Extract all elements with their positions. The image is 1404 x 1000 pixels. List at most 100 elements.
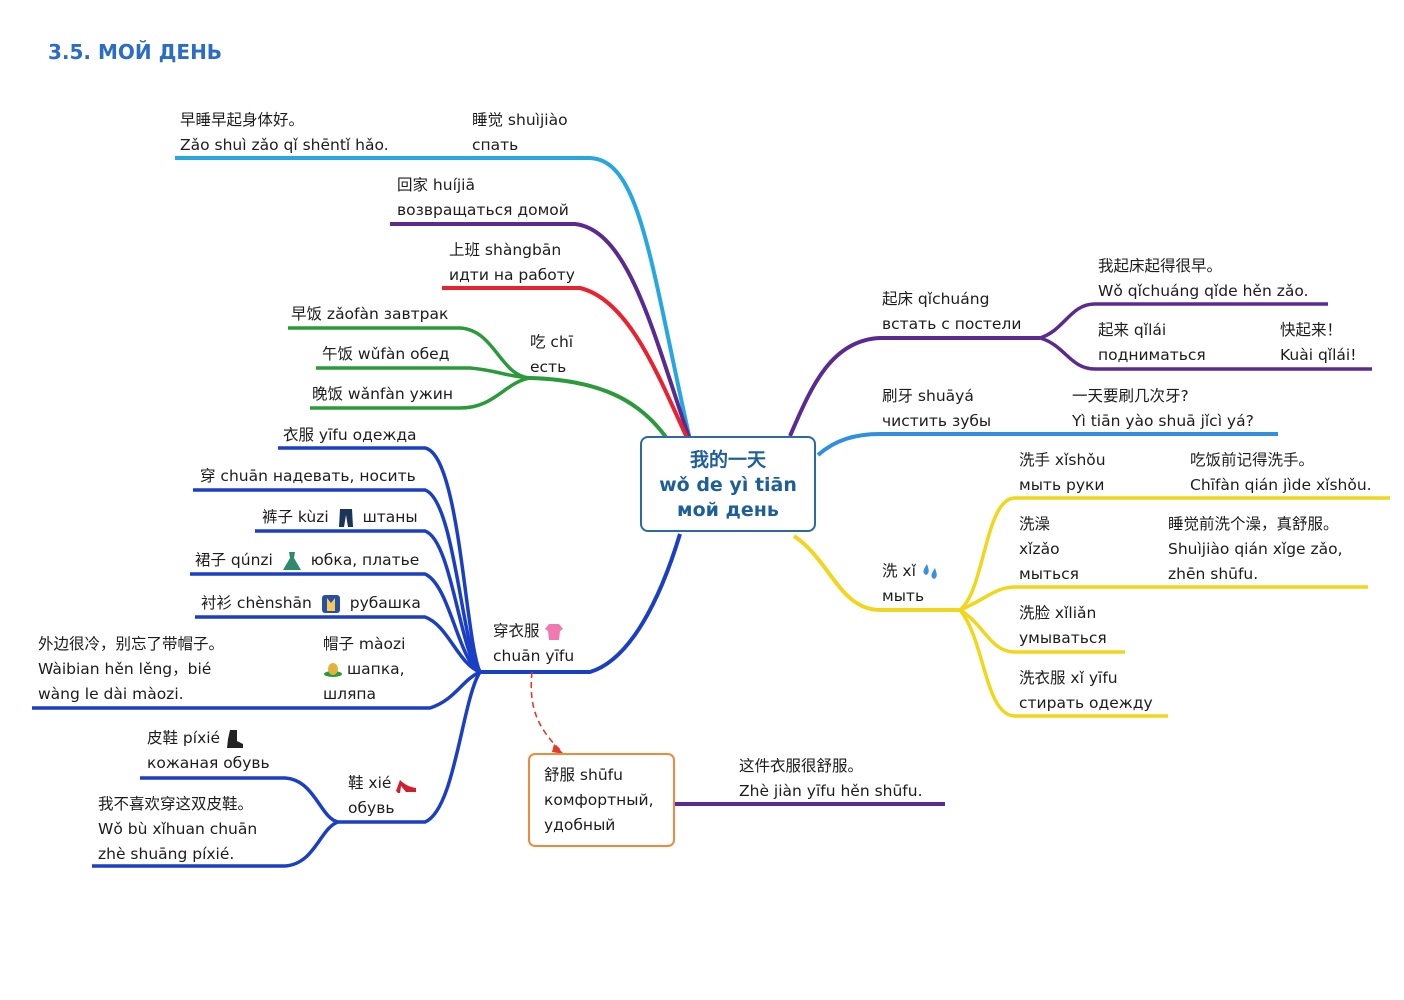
- branch-wash-clothes: [958, 608, 1168, 718]
- center-zh: 我的一天: [689, 449, 766, 471]
- getup-translation: встать с постели: [882, 315, 1022, 333]
- wash-clothes: 洗衣服 xǐ yīfu стирать одежду: [1019, 666, 1153, 716]
- xie-word: 鞋 xié: [348, 774, 392, 792]
- brush-example-zh: 一天要刷几次牙?: [1072, 387, 1189, 405]
- kuzi-translation: штаны: [362, 508, 418, 526]
- link-clothes-comfort: [530, 671, 561, 751]
- branch-eat: [529, 376, 670, 442]
- branch-clothes-kuzi: [255, 529, 482, 674]
- center-pinyin: wǒ de yì tiān: [659, 474, 797, 496]
- brush-node: 刷牙 shuāyá чистить зубы: [882, 384, 991, 434]
- getup-example: 我起床起得很早。 Wǒ qǐchuáng qǐde hěn zǎo.: [1098, 254, 1308, 304]
- qunzi-word: 裙子 qúnzi: [195, 551, 273, 569]
- qilai-example: 快起来！ Kuài qǐlái!: [1280, 318, 1356, 368]
- maozi-translation-2: шляпа: [323, 685, 377, 703]
- branch-clothes-chuan: [193, 488, 482, 674]
- hat-icon: [324, 662, 342, 677]
- kuzi-word: 裤子 kùzi: [262, 508, 329, 526]
- sleep-node: 睡觉 shuìjiào спать: [472, 108, 568, 158]
- home-word: 回家 huíjiā: [397, 176, 475, 194]
- link-arrowhead: [552, 744, 564, 754]
- shirt-icon: [321, 594, 340, 613]
- xie-example-pinyin-2: zhè shuāng píxié.: [98, 845, 235, 863]
- clothes-pinyin: chuān yīfu: [493, 647, 575, 665]
- dress-icon: [282, 551, 301, 570]
- wash-hand-translation: мыть руки: [1019, 476, 1105, 494]
- wash-bath-example-zh: 睡觉前洗个澡，真舒服。: [1168, 515, 1339, 533]
- wash-clothes-word: 洗衣服 xǐ yīfu: [1019, 669, 1118, 687]
- qilai-example-zh: 快起来！: [1280, 321, 1343, 339]
- sleep-word: 睡觉 shuìjiào: [472, 111, 568, 129]
- clothes-pixie: 皮鞋 píxié кожаная обувь: [147, 726, 270, 776]
- qilai-translation: подниматься: [1098, 346, 1206, 364]
- qunzi-translation: юбка, платье: [310, 551, 420, 569]
- clothes-chenshan: 衬衫 chènshān рубашка: [201, 591, 421, 616]
- wash-clothes-translation: стирать одежду: [1019, 694, 1153, 712]
- branch-home: [390, 222, 692, 441]
- wash-bath-pinyin: xǐzǎo: [1019, 540, 1060, 558]
- comfort-example-pinyin: Zhè jiàn yīfu hěn shūfu.: [739, 782, 923, 800]
- water-drops-icon: [923, 563, 937, 579]
- branch-xie-example: [92, 820, 339, 868]
- maozi-example: 外边很冷，别忘了带帽子。 Wàibian hěn lěng，bié wàng l…: [38, 632, 224, 707]
- eat-dinner: 晚饭 wǎnfàn ужин: [312, 385, 453, 403]
- wash-bath-example-pinyin-2: zhēn shūfu.: [1168, 565, 1259, 583]
- branch-getup-qilai: [1039, 336, 1372, 371]
- comfort-word: 舒服 shūfu: [544, 766, 623, 784]
- wash-hand-example: 吃饭前记得洗手。 Chīfàn qián jìde xǐshǒu.: [1190, 448, 1372, 498]
- comfort-node: 舒服 shūfu комфортный, удобный: [528, 753, 675, 847]
- clothes-yifu: 衣服 yīfu одежда: [283, 426, 417, 444]
- branch-sleep: [175, 156, 692, 441]
- branch-eat-lunch: [316, 366, 531, 380]
- branch-wash-face: [959, 608, 1125, 654]
- getup-example-pinyin: Wǒ qǐchuáng qǐde hěn zǎo.: [1098, 282, 1309, 300]
- brush-translation: чистить зубы: [882, 412, 992, 430]
- clothes-word: 穿衣服: [493, 622, 540, 640]
- brush-example-pinyin: Yì tiān yào shuā jǐcì yá?: [1072, 412, 1254, 430]
- branch-wash-hand: [958, 496, 1390, 612]
- getup-example-zh: 我起床起得很早。: [1098, 257, 1223, 275]
- central-topic: 我的一天 wǒ de yì tiān мой день: [640, 436, 816, 532]
- comfort-translation-2: удобный: [544, 816, 616, 834]
- wash-hand-example-pinyin: Chīfàn qián jìde xǐshǒu.: [1190, 476, 1372, 494]
- eat-translation: есть: [530, 358, 567, 376]
- wash-word: 洗 xǐ: [882, 562, 916, 580]
- branch-brush: [816, 432, 1278, 457]
- branch-clothes-chenshan: [195, 615, 481, 674]
- comfort-translation-1: комфортный,: [544, 791, 654, 809]
- wash-bath-word: 洗澡: [1019, 515, 1051, 533]
- eat-node: 吃 chī есть: [530, 330, 573, 380]
- branch-wash-bath: [959, 585, 1368, 612]
- clothes-qunzi: 裙子 qúnzi юбка, платье: [195, 548, 419, 573]
- getup-node: 起床 qǐchuáng встать с постели: [882, 287, 1021, 337]
- branch-eat-dinner: [310, 376, 531, 410]
- clothes-node: 穿衣服 chuān yīfu: [493, 619, 574, 669]
- page-heading: 3.5. МОЙ ДЕНЬ: [48, 40, 223, 64]
- xie-translation: обувь: [348, 799, 395, 817]
- maozi-word: 帽子 màozi: [323, 635, 406, 653]
- wash-face-translation: умываться: [1019, 629, 1107, 647]
- wash-bath: 洗澡 xǐzǎo мыться: [1019, 512, 1079, 587]
- comfort-example: 这件衣服很舒服。 Zhè jiàn yīfu hěn shūfu.: [739, 754, 923, 804]
- branch-getup-example: [1039, 302, 1328, 340]
- branch-clothes-xie: [338, 671, 482, 824]
- maozi-example-pinyin-1: Wàibian hěn lěng，bié: [38, 660, 212, 678]
- qilai-word: 起来 qǐlái: [1098, 321, 1167, 339]
- eat-breakfast: 早饭 zǎofàn завтрак: [291, 305, 449, 323]
- branch-xie-pixie: [140, 776, 339, 824]
- qilai-example-pinyin: Kuài qǐlái!: [1280, 346, 1357, 364]
- blouse-icon: [544, 623, 563, 640]
- wash-bath-example-pinyin-1: Shuìjiào qián xǐge zǎo,: [1168, 540, 1343, 558]
- high-heel-icon: [396, 779, 417, 793]
- home-translation: возвращаться домой: [397, 201, 569, 219]
- maozi-example-zh: 外边很冷，别忘了带帽子。: [38, 635, 225, 653]
- work-translation: идти на работу: [449, 266, 575, 284]
- sleep-translation: спать: [472, 136, 519, 154]
- center-ru: мой день: [677, 499, 779, 521]
- clothes-kuzi: 裤子 kùzi штаны: [262, 505, 418, 530]
- pixie-word: 皮鞋 píxié: [147, 729, 221, 747]
- maozi-example-pinyin-2: wàng le dài màozi.: [38, 685, 184, 703]
- clothes-chuan: 穿 chuān надевать, носить: [200, 467, 416, 485]
- branch-clothes: [480, 533, 682, 674]
- home-node: 回家 huíjiā возвращаться домой: [397, 173, 569, 223]
